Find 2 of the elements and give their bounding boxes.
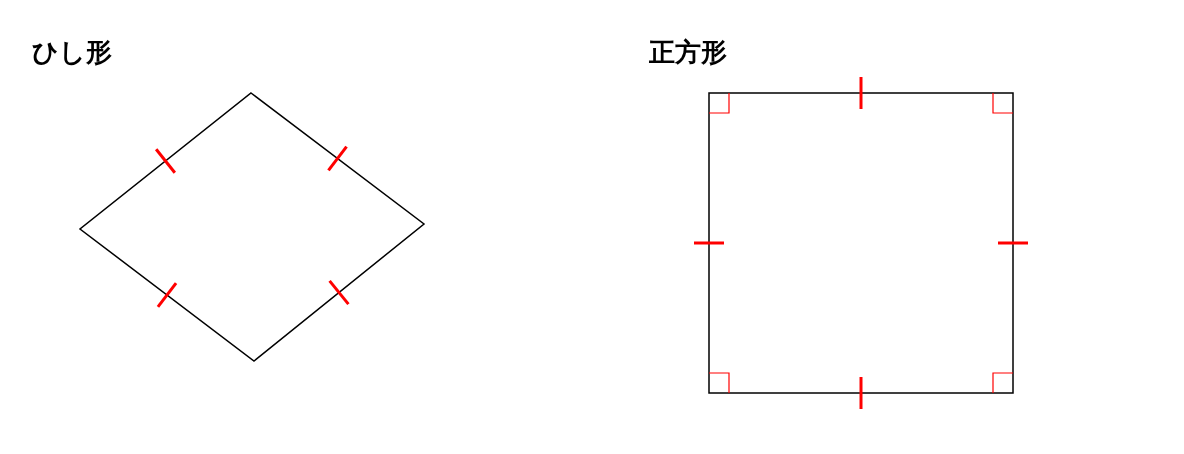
shape-title: ひし形 [32, 37, 112, 67]
shape-title: 正方形 [649, 37, 727, 67]
